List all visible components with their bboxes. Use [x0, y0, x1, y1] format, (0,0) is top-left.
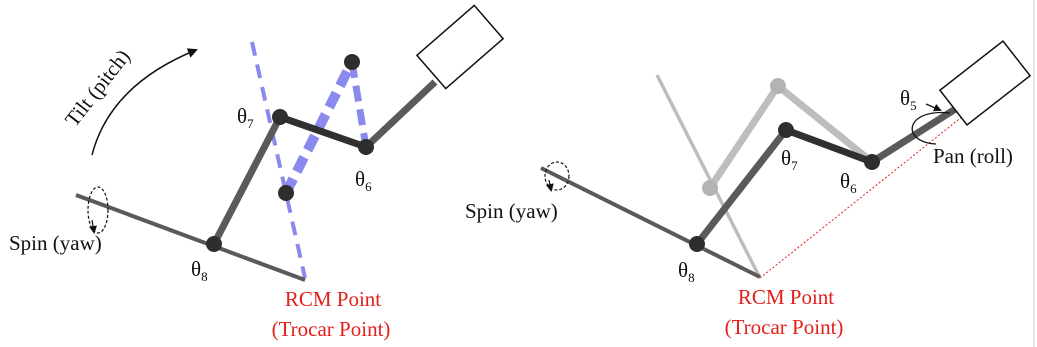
pan-label: Pan (roll)	[933, 144, 1013, 168]
pan-roll-arrow-icon	[911, 111, 951, 145]
left-camera-box	[415, 4, 505, 90]
tilt-label: Tilt (pitch)	[60, 45, 135, 131]
left-joint-theta8	[206, 236, 222, 252]
right-joint-theta8	[689, 236, 705, 252]
left-theta6-label: θ6	[355, 167, 372, 194]
right-base-shaft	[540, 166, 761, 279]
right-joint-theta6	[864, 154, 880, 170]
right-trocar-label: (Trocar Point)	[725, 315, 844, 339]
left-blue-dashed-link-b	[348, 61, 370, 148]
left-spin-ellipse-icon	[87, 186, 109, 234]
left-panel: Tilt (pitch) Spin (yaw) θ7 θ6 θ8 RCM Poi…	[9, 4, 505, 341]
right-link-8-7	[694, 127, 789, 247]
left-theta8-label: θ8	[191, 257, 208, 284]
left-ghost-joint-top	[344, 54, 360, 70]
left-rcm-label: RCM Point	[285, 287, 381, 311]
left-theta7-label: θ7	[237, 104, 254, 131]
right-theta7-label: θ7	[781, 146, 798, 173]
left-link-8-7	[210, 115, 284, 246]
right-ghost-link-a	[707, 84, 781, 190]
right-spin-label: Spin (yaw)	[465, 199, 558, 223]
left-link-6-tool	[363, 79, 438, 150]
left-link-7-6	[278, 113, 368, 151]
right-theta5-label: θ5	[900, 86, 917, 113]
right-link-7-6	[784, 126, 874, 166]
right-joint-theta7	[778, 122, 794, 138]
left-joint-theta7	[272, 109, 288, 125]
left-spin-label: Spin (yaw)	[9, 231, 102, 255]
right-theta6-label: θ6	[840, 169, 857, 196]
right-rcm-alignment-line	[759, 115, 964, 279]
right-camera-box	[938, 39, 1032, 127]
right-ghost-joint-top	[770, 78, 786, 94]
right-ghost-joint-low	[702, 180, 718, 196]
right-theta8-label: θ8	[678, 258, 695, 285]
right-ghost-link-b	[775, 83, 875, 165]
tilt-arrow	[91, 48, 198, 156]
left-ghost-joint-low	[278, 185, 294, 201]
right-spin-ellipse-icon	[544, 161, 570, 191]
right-panel: Pan (roll) θ5 Spin (yaw) θ7 θ6 θ8 RCM Po…	[465, 39, 1032, 339]
left-base-shaft	[75, 193, 306, 282]
right-spin-arrow-icon	[545, 179, 554, 192]
right-rcm-label: RCM Point	[738, 285, 834, 309]
theta5-arrow-icon	[925, 103, 942, 112]
right-ghost-axis	[655, 74, 762, 279]
left-trocar-label: (Trocar Point)	[272, 317, 391, 341]
left-blue-dashed-axis	[250, 41, 307, 279]
left-joint-theta6	[358, 139, 374, 155]
left-spin-arrow-icon	[89, 219, 97, 234]
